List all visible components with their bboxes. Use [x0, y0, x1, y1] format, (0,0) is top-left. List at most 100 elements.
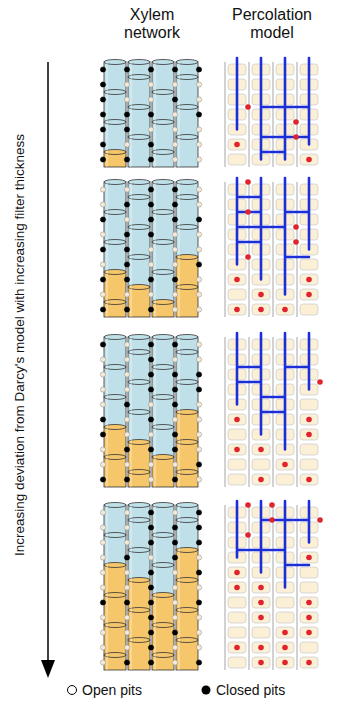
model-bond [296, 505, 298, 670]
closed-pit [196, 570, 201, 575]
open-pit [124, 372, 129, 377]
closed-pit-dot [306, 292, 312, 298]
open-pit [196, 342, 201, 347]
closed-pit [148, 600, 153, 605]
open-pit [196, 417, 201, 422]
model-cell [300, 567, 318, 578]
open-pit [100, 630, 105, 635]
closed-pit-dot [234, 585, 240, 591]
closed-pit [196, 462, 201, 467]
closed-pit-dot [282, 307, 288, 313]
open-pit [196, 645, 201, 650]
model-cell [252, 612, 270, 623]
closed-pit [100, 247, 105, 252]
open-pit [172, 112, 177, 117]
open-pit [124, 217, 129, 222]
model-cell [276, 612, 294, 623]
closed-pit [172, 477, 177, 482]
open-pit [124, 357, 129, 362]
model-bond [296, 62, 298, 167]
closed-pit [148, 142, 153, 147]
closed-pit [148, 570, 153, 575]
open-pit [124, 510, 129, 515]
open-pit [172, 307, 177, 312]
closed-pit-dot [306, 432, 312, 438]
model-bond [296, 337, 298, 487]
open-pit [172, 142, 177, 147]
vessel-highlight [131, 182, 132, 317]
open-pit [124, 630, 129, 635]
closed-pit-dot [306, 277, 312, 283]
open-pit [172, 127, 177, 132]
open-pit [148, 292, 153, 297]
closed-pit-dot [293, 134, 299, 140]
model-cell [252, 304, 270, 315]
model-cell [276, 459, 294, 470]
vessel-highlight [107, 505, 108, 670]
vessel-highlight [107, 337, 108, 487]
closed-pit-dot [306, 417, 312, 423]
vessel-highlight [131, 505, 132, 670]
closed-pit [148, 645, 153, 650]
closed-pit [100, 127, 105, 132]
open-pit [100, 570, 105, 575]
model-cell [228, 274, 246, 285]
closed-pit-dot [234, 417, 240, 423]
model-cell [228, 154, 246, 165]
open-pit [100, 540, 105, 545]
open-pit [196, 630, 201, 635]
open-pit [100, 292, 105, 297]
closed-pit [124, 112, 129, 117]
open-pit-symbol [68, 686, 77, 695]
open-pit [148, 82, 153, 87]
model-bond [272, 182, 274, 317]
closed-pit [172, 447, 177, 452]
vessel-highlight [155, 337, 156, 487]
open-pit [124, 615, 129, 620]
model-bond [224, 62, 226, 167]
closed-pit-dot [306, 660, 312, 666]
closed-pit [196, 112, 201, 117]
model-cell [228, 642, 246, 653]
closed-pit-dot [234, 277, 240, 283]
model-cell [300, 259, 318, 270]
closed-pit [172, 187, 177, 192]
model-cell [300, 657, 318, 668]
open-pit [100, 387, 105, 392]
open-pit [172, 357, 177, 362]
closed-pit [124, 477, 129, 482]
model-cell [300, 414, 318, 425]
closed-pit [124, 447, 129, 452]
closed-pit [124, 202, 129, 207]
open-pit [148, 462, 153, 467]
model-cell [276, 657, 294, 668]
legend-text: Open pits [82, 682, 142, 698]
model-bond [248, 182, 250, 317]
column-header: Percolation model [222, 6, 322, 42]
closed-pit [196, 510, 201, 515]
open-pit [148, 127, 153, 132]
model-cell [228, 657, 246, 668]
trend-arrow-shaft [47, 62, 49, 662]
closed-pit [148, 357, 153, 362]
model-cell [228, 474, 246, 485]
model-cell [252, 444, 270, 455]
open-pit [172, 615, 177, 620]
vessel-highlight [155, 505, 156, 670]
open-pit [148, 555, 153, 560]
open-pit [100, 510, 105, 515]
model-cell [228, 459, 246, 470]
closed-pit [196, 217, 201, 222]
column-header: Xylem network [102, 6, 202, 42]
open-pit [196, 127, 201, 132]
open-pit [196, 232, 201, 237]
open-pit [124, 645, 129, 650]
closed-pit-dot [293, 239, 299, 245]
closed-pit-dot [258, 615, 264, 621]
model-cell [300, 304, 318, 315]
conducting-path [237, 333, 309, 450]
open-pit [100, 525, 105, 530]
closed-pit [196, 540, 201, 545]
open-pit [124, 417, 129, 422]
vessel-highlight [107, 182, 108, 317]
